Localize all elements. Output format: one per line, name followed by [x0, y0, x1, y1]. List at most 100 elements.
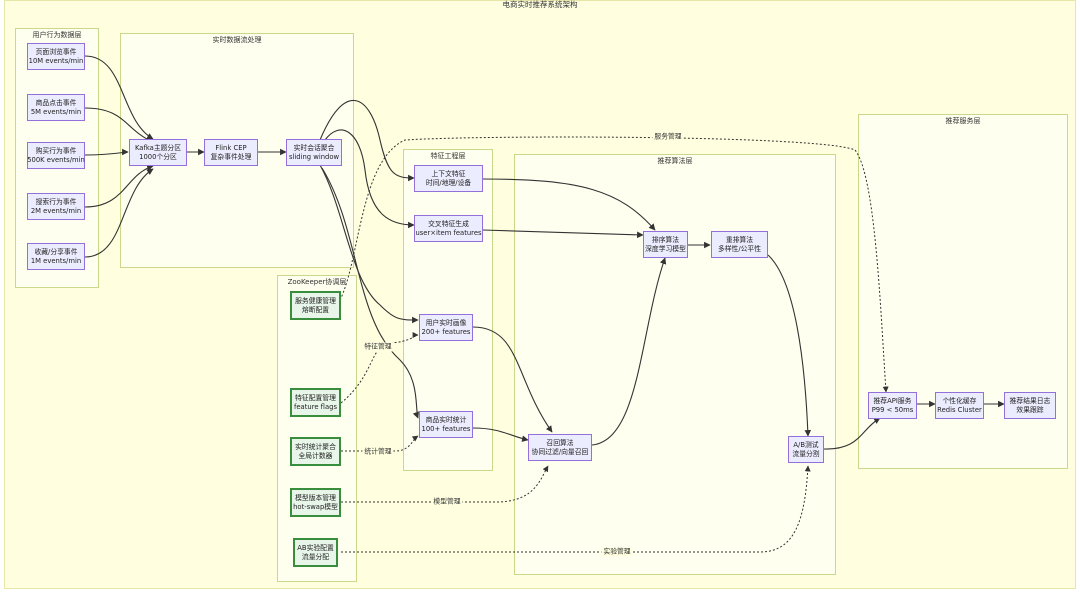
edge-fav-kafka — [84, 168, 154, 258]
node-search-line2: 2M events/min — [30, 206, 82, 215]
node-purchase[interactable]: 购买行为事件 500K events/min — [27, 142, 85, 169]
node-rank-line1: 排序算法 — [651, 235, 680, 244]
node-context-line2: 时间/地理/设备 — [425, 178, 472, 187]
edge-label-stats-mgmt: 统计管理 — [362, 447, 394, 457]
edge-session-profile — [319, 164, 419, 324]
node-cache-line1: 个性化缓存 — [942, 396, 977, 405]
node-zk-health-line2: 熔断配置 — [301, 305, 330, 314]
node-cache[interactable]: 个性化缓存 Redis Cluster — [935, 392, 984, 419]
edge-itemstat-recall — [472, 427, 529, 442]
cluster-title-zookeeper: ZooKeeper协调层 — [287, 278, 347, 286]
node-zk-health[interactable]: 服务健康管理 熔断配置 — [290, 291, 341, 320]
node-kafka-line2: 1000个分区 — [139, 152, 177, 161]
node-click-line2: 5M events/min — [30, 107, 82, 116]
node-zk-feature-line1: 特征配置管理 — [295, 393, 336, 402]
edge-zk-feature-profile — [340, 332, 419, 404]
node-log-line2: 效果跟踪 — [1016, 405, 1044, 414]
node-cross[interactable]: 交叉特征生成 user×item features — [414, 215, 483, 242]
node-cross-line2: user×item features — [415, 228, 482, 237]
node-click-line1: 商品点击事件 — [35, 98, 77, 107]
node-itemstat-line2: 100+ features — [421, 424, 471, 433]
node-context[interactable]: 上下文特征 时间/地理/设备 — [414, 165, 483, 192]
node-fav-line2: 1M events/min — [30, 256, 82, 265]
edge-session-cross — [324, 129, 415, 229]
node-ab-line1: A/B测试 — [793, 440, 819, 449]
node-zk-stats[interactable]: 实时统计聚合 全局计数器 — [290, 437, 341, 466]
node-zk-stats-line1: 实时统计聚合 — [295, 442, 336, 451]
edge-label-service-mgmt: 服务管理 — [652, 132, 684, 142]
node-profile-line1: 用户实时画像 — [425, 318, 467, 327]
node-recall-line2: 协同过滤/向量召回 — [531, 447, 589, 456]
node-session-line1: 实时会话聚合 — [293, 143, 335, 152]
edge-recall-rank — [591, 257, 667, 446]
node-rank[interactable]: 排序算法 深度学习模型 — [643, 231, 688, 258]
node-itemstat[interactable]: 商品实时统计 100+ features — [419, 411, 473, 438]
node-fav[interactable]: 收藏/分享事件 1M events/min — [27, 243, 85, 270]
node-kafka[interactable]: Kafka主题分区 1000个分区 — [129, 139, 187, 166]
node-zk-ab[interactable]: AB实验配置 流量分配 — [293, 538, 338, 567]
node-search-line1: 搜索行为事件 — [35, 197, 77, 206]
node-rerank[interactable]: 重排算法 多样性/公平性 — [711, 231, 768, 258]
node-pageview-line2: 10M events/min — [28, 56, 84, 65]
node-click[interactable]: 商品点击事件 5M events/min — [27, 94, 85, 121]
edge-purchase-kafka — [84, 148, 129, 156]
edge-session-itemstat — [321, 167, 420, 419]
node-zk-feature[interactable]: 特征配置管理 feature flags — [290, 388, 341, 417]
node-context-line1: 上下文特征 — [431, 169, 466, 178]
edge-context-rank — [482, 178, 656, 231]
node-rank-line2: 深度学习模型 — [645, 244, 686, 253]
node-recall-line1: 召回算法 — [546, 438, 574, 447]
node-pageview[interactable]: 页面浏览事件 10M events/min — [27, 43, 85, 70]
node-session[interactable]: 实时会话聚合 sliding window — [286, 139, 342, 166]
node-log[interactable]: 推荐结果日志 效果跟踪 — [1004, 392, 1056, 419]
node-purchase-line2: 500K events/min — [27, 155, 85, 164]
node-zk-ab-line1: AB实验配置 — [297, 543, 334, 552]
node-itemstat-line1: 商品实时统计 — [425, 415, 467, 424]
edge-profile-recall — [472, 326, 553, 433]
node-zk-ab-line2: 流量分配 — [301, 552, 330, 561]
node-rerank-line2: 多样性/公平性 — [717, 244, 762, 253]
cluster-algorithm: 推荐算法层 — [514, 154, 836, 575]
cluster-title-feature: 特征工程层 — [430, 152, 466, 160]
node-purchase-line1: 购买行为事件 — [35, 146, 77, 155]
cluster-title-algorithm: 推荐算法层 — [657, 157, 693, 165]
node-recall[interactable]: 召回算法 协同过滤/向量召回 — [528, 434, 592, 461]
diagram-title: 电商实时推荐系统架构 — [502, 0, 578, 9]
node-api-line1: 推荐API服务 — [873, 396, 912, 405]
edge-zk-stats-itemstat — [341, 435, 419, 452]
node-cache-line2: Redis Cluster — [937, 405, 982, 414]
node-ab[interactable]: A/B测试 流量分割 — [788, 436, 824, 463]
node-api[interactable]: 推荐API服务 P99 < 50ms — [868, 392, 917, 419]
node-zk-feature-line2: feature flags — [293, 402, 337, 411]
edge-zk-model-recall — [341, 465, 549, 503]
edge-search-kafka — [84, 164, 154, 208]
node-rerank-line1: 重排算法 — [725, 235, 754, 244]
edge-session-context — [319, 100, 415, 182]
edge-rerank-ab — [767, 254, 812, 437]
edge-click-kafka — [84, 107, 154, 143]
node-search[interactable]: 搜索行为事件 2M events/min — [27, 193, 85, 220]
node-zk-model[interactable]: 模型版本管理 hot-swap模型 — [290, 488, 341, 517]
node-flink-line1: Flink CEP — [215, 143, 247, 152]
edge-label-model-mgmt: 模型管理 — [431, 497, 463, 507]
cluster-title-service: 推荐服务层 — [945, 117, 981, 125]
node-session-line2: sliding window — [288, 152, 340, 161]
node-profile-line2: 200+ features — [421, 327, 471, 336]
node-ab-line2: 流量分割 — [792, 449, 820, 458]
cluster-zookeeper: ZooKeeper协调层 — [277, 275, 357, 582]
edge-pageview-kafka — [84, 55, 154, 140]
node-zk-model-line1: 模型版本管理 — [295, 493, 336, 502]
node-flink[interactable]: Flink CEP 复杂事件处理 — [204, 139, 258, 166]
node-api-line2: P99 < 50ms — [871, 405, 914, 414]
cluster-title-stream: 实时数据流处理 — [212, 36, 262, 44]
edge-cross-rank — [482, 229, 644, 239]
node-zk-stats-line2: 全局计数器 — [298, 451, 333, 460]
node-profile[interactable]: 用户实时画像 200+ features — [419, 314, 473, 341]
edge-ab-api — [823, 417, 881, 450]
node-cross-line1: 交叉特征生成 — [428, 219, 469, 228]
node-flink-line2: 复杂事件处理 — [210, 152, 252, 161]
node-zk-model-line2: hot-swap模型 — [293, 502, 338, 511]
cluster-title-user-behavior: 用户行为数据层 — [32, 31, 82, 39]
